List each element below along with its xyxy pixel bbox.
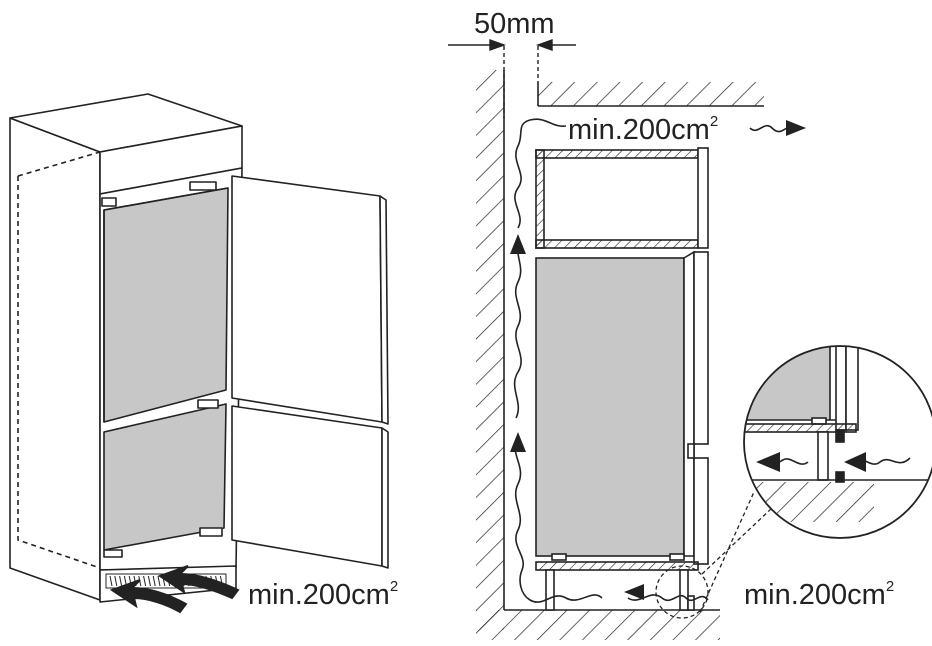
lower-compartment-panel <box>103 403 227 551</box>
cabinet-side-panel <box>9 117 101 601</box>
grille-slot <box>147 575 151 587</box>
detail-marker <box>655 565 709 619</box>
grille-slot <box>119 575 123 587</box>
open-door-lower <box>231 405 383 567</box>
upper-shelf-box <box>535 147 709 249</box>
gap-dimension-label: 50mm <box>474 8 555 40</box>
airflow-arrow-left <box>624 584 644 600</box>
grille-slot <box>109 575 113 587</box>
appliance-perspective-view <box>9 93 389 603</box>
upper-compartment-panel <box>103 187 229 423</box>
air-intake-arrows <box>109 565 240 614</box>
gap-dimension <box>448 39 576 118</box>
open-door-upper <box>231 175 383 423</box>
exhaust-arrow <box>786 120 806 136</box>
rear-wall <box>476 70 504 630</box>
base-shelf <box>535 561 699 611</box>
magnified-detail <box>743 345 932 539</box>
airflow-arrow-up-lower <box>510 432 526 452</box>
airflow-arrow-up-upper <box>510 234 526 254</box>
door-lower-section <box>693 457 709 565</box>
cabinet-ceiling <box>538 82 764 106</box>
hinge-top <box>189 181 217 191</box>
grille-slot <box>114 575 118 587</box>
floor <box>476 610 720 640</box>
vent-bottom-right-label: min.200cm2 <box>744 578 894 611</box>
airflow-path <box>513 118 709 603</box>
vent-bottom-left-label: min.200cm2 <box>248 578 398 611</box>
side-section-view <box>448 39 806 640</box>
grille-slot <box>157 575 161 587</box>
grille-slot <box>143 575 147 587</box>
appliance-body-section <box>535 250 709 565</box>
vent-top-label: min.200cm2 <box>568 113 718 146</box>
grille-slot <box>152 575 156 587</box>
door-upper-section <box>693 251 709 445</box>
